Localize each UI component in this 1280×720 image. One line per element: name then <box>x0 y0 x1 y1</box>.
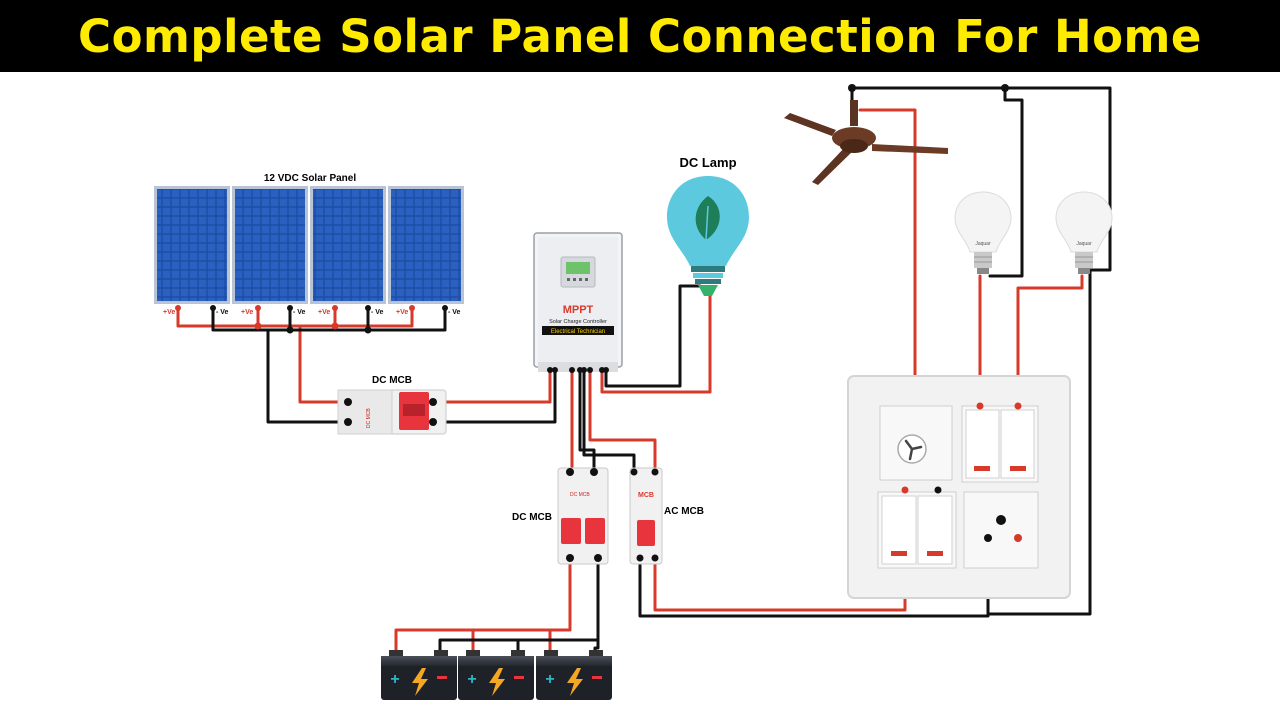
panel-terminals <box>175 305 448 311</box>
wire-fan-pos <box>858 108 917 407</box>
terminal-label-neg-2: - Ve <box>293 309 306 316</box>
ac-mcb: AC MCB MCB <box>629 467 704 565</box>
dc-mcb-top-small-label: DC MCB <box>366 408 372 428</box>
page-title: Complete Solar Panel Connection For Home <box>78 9 1202 63</box>
wire-battery-neg <box>438 558 600 658</box>
power-socket <box>963 491 1039 569</box>
solar-panel-2 <box>232 186 308 304</box>
dc-mcb-top: DC MCB DC MCB <box>337 375 447 435</box>
wire-lamp-pos <box>600 290 712 394</box>
mppt-brand: MPPT <box>563 304 594 316</box>
solar-panel-array: 12 VDC Solar Panel +Ve - Ve +Ve - Ve +Ve… <box>154 173 464 316</box>
switchboard <box>847 375 1071 599</box>
battery-1: + <box>381 650 457 700</box>
wire-batt-mcb-neg <box>578 370 596 472</box>
wire-bulb1-neg <box>988 86 1024 278</box>
svg-text:+: + <box>467 671 476 688</box>
ac-mcb-label: AC MCB <box>664 506 704 517</box>
wire-fan-neg <box>850 86 1112 272</box>
fan-regulator <box>879 405 953 481</box>
dc-mcb-battery: DC MCB DC MCB <box>512 467 609 565</box>
wire-junctions <box>254 84 1009 334</box>
ceiling-fan-icon <box>784 100 948 185</box>
lightning-bolt-icon <box>567 668 583 696</box>
terminal-label-neg-4: - Ve <box>448 309 461 316</box>
terminal-label-pos-1: +Ve <box>163 309 175 316</box>
wire-lamp-neg <box>604 284 702 388</box>
lightning-bolt-icon <box>412 668 428 696</box>
terminal-label-pos-3: +Ve <box>318 309 330 316</box>
dc-mcb-battery-small-label: DC MCB <box>570 492 590 498</box>
terminal-label-neg-3: - Ve <box>371 309 384 316</box>
battery-2: + <box>458 650 534 700</box>
switch-pair-top <box>961 402 1039 483</box>
ac-mcb-small-label: MCB <box>638 492 654 499</box>
dc-mcb-top-label: DC MCB <box>372 375 412 386</box>
lightning-bolt-icon <box>489 668 505 696</box>
solar-panel-label: 12 VDC Solar Panel <box>264 173 356 184</box>
bulb-1-brand: Jaquar <box>975 241 991 247</box>
bulb-2: Jaquar <box>1055 191 1113 274</box>
dc-lamp-label: DC Lamp <box>679 155 736 170</box>
terminal-label-pos-2: +Ve <box>241 309 253 316</box>
wire-socket-neg <box>986 268 1092 616</box>
mppt-footer: Electrical Technician <box>551 329 605 335</box>
mppt-subtitle: Solar Charge Controller <box>549 319 607 325</box>
wire-ac-neg <box>582 370 636 472</box>
wire-mcb-mppt-neg <box>430 370 557 424</box>
terminal-label-neg-1: - Ve <box>216 309 229 316</box>
bulb-1: Jaquar <box>954 191 1012 274</box>
wire-bulb2-pos <box>1016 274 1084 407</box>
svg-text:+: + <box>390 671 399 688</box>
svg-text:+: + <box>545 671 554 688</box>
wire-mcb-mppt-pos <box>430 370 552 404</box>
wire-ac-pos <box>588 370 657 472</box>
battery-bank: + + + <box>381 650 612 700</box>
dc-mcb-battery-label: DC MCB <box>512 512 552 523</box>
switch-pair-bottom <box>877 486 957 569</box>
terminal-label-pos-4: +Ve <box>396 309 408 316</box>
mppt-terminals <box>547 367 609 373</box>
solar-panel-1 <box>154 186 230 304</box>
title-bar: Complete Solar Panel Connection For Home <box>0 0 1280 72</box>
dc-lamp: DC Lamp <box>667 155 749 296</box>
wire-battery-pos <box>394 558 572 658</box>
solar-panel-4 <box>388 186 464 304</box>
battery-3: + <box>536 650 612 700</box>
solar-panel-3 <box>310 186 386 304</box>
bulb-2-brand: Jaquar <box>1076 241 1092 247</box>
mppt-controller: MPPT Solar Charge Controller Electrical … <box>533 232 623 373</box>
